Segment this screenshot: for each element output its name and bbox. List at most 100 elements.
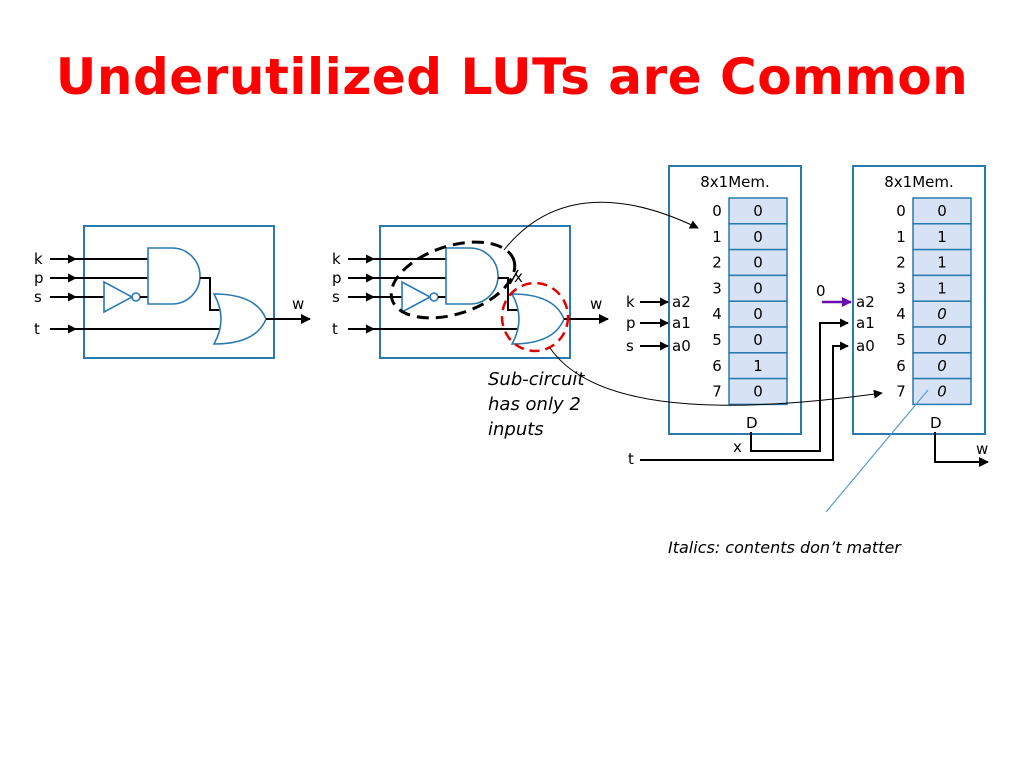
annotation-pointer-line — [825, 389, 929, 513]
lut-1-cell — [728, 352, 788, 380]
lut-1-value: 0 — [753, 331, 763, 349]
or-subcircuit-ellipse — [500, 281, 570, 353]
lut-1-value: 1 — [753, 357, 763, 375]
circuit-1-input-t: t — [34, 320, 40, 338]
lut-1-rows: 0 0 1 0 2 0 3 0 4 0 5 0 6 1 7 0 — [712, 197, 788, 406]
lut-2-address: 2 — [896, 254, 906, 272]
circuit-2-input-p: p — [332, 269, 342, 287]
circuit-1-input-k: k — [34, 250, 43, 268]
lut-2-address: 5 — [896, 331, 906, 349]
callout-line-2: has only 2 — [488, 394, 581, 415]
lut-1-output-x: x — [733, 438, 742, 456]
lut-1-cell — [728, 300, 788, 328]
lut-2-value: 0 — [937, 383, 947, 401]
circuit-1: k p s t w — [34, 225, 311, 359]
circuit-2-output-w: w — [590, 295, 602, 313]
lut-2-value: 0 — [937, 305, 947, 323]
lut-1-address: 4 — [712, 305, 722, 323]
lut-1-cell — [728, 326, 788, 354]
lut-2-pin-a1: a1 — [856, 314, 875, 332]
lut-2-t-label: t — [628, 450, 634, 468]
lut-2-value: 0 — [937, 331, 947, 349]
x-tick — [509, 269, 519, 285]
circuit-1-output-w: w — [292, 295, 304, 313]
lut-1-value: 0 — [753, 202, 763, 220]
lut-2-value: 1 — [937, 279, 947, 297]
circuit-2-internal-x: x — [514, 268, 523, 286]
lut-1-value: 0 — [753, 305, 763, 323]
lut-1-cell — [728, 197, 788, 225]
and-subcircuit-ellipse — [389, 240, 517, 320]
lut-1-data-pin: D — [746, 414, 758, 432]
lut-1-pin-a1: a1 — [672, 314, 691, 332]
lut-1-x-wire — [750, 318, 849, 452]
lut-1-title: 8x1Mem. — [700, 173, 770, 191]
lut-1-address: 6 — [712, 357, 722, 375]
circuit-2: k p s t w x Sub-circuit has only 2 input… — [332, 225, 609, 440]
lut-2-cell — [912, 377, 972, 406]
lut-2-value: 1 — [937, 254, 947, 272]
lut-2-w-wire — [934, 432, 989, 467]
lut-1-address: 0 — [712, 202, 722, 220]
not-gate-2 — [401, 280, 432, 314]
lut-2-value: 0 — [937, 357, 947, 375]
lut-2-cell — [912, 300, 972, 328]
lut-2-pin-a2: a2 — [856, 293, 875, 311]
lut-2-cell — [912, 352, 972, 380]
lut-1-address: 5 — [712, 331, 722, 349]
lut-1-cell — [728, 377, 788, 406]
lut-1-value: 0 — [753, 279, 763, 297]
circuit-1-input-s: s — [34, 288, 42, 306]
wire2-and-out — [498, 277, 524, 311]
lut-1-value: 0 — [753, 228, 763, 246]
lut-2-address: 7 — [896, 383, 906, 401]
circuit-1-input-p: p — [34, 269, 44, 287]
lut-1-cell — [728, 248, 788, 277]
circuit-2-input-s: s — [332, 288, 340, 306]
not-gate-2-bubble — [429, 292, 439, 302]
not-gate — [103, 280, 134, 314]
lut-1-address: 1 — [712, 228, 722, 246]
lut-2-address: 6 — [896, 357, 906, 375]
lut-1-input-k: k — [626, 293, 635, 311]
lut-2-address: 3 — [896, 279, 906, 297]
and-gate-2 — [445, 247, 499, 305]
mapping-arrow-or-to-lut-2 — [549, 347, 883, 406]
lut-2-data-pin: D — [930, 414, 942, 432]
slide-title: Underutilized LUTs are Common — [55, 48, 969, 106]
not-gate-bubble — [131, 292, 141, 302]
lut-2-rows: 0 0 1 1 2 1 3 1 4 0 5 0 6 0 7 0 — [896, 197, 972, 406]
lut-2-address: 4 — [896, 305, 906, 323]
lut-1-address: 2 — [712, 254, 722, 272]
lut-2: 8x1Mem. 0 0 1 1 2 1 3 1 4 0 5 0 6 0 7 0 a2 a1 a0 0 D w — [816, 165, 989, 467]
lut-1-input-s: s — [626, 337, 634, 355]
lut-2-address: 1 — [896, 228, 906, 246]
or-gate-2 — [510, 293, 565, 345]
or-gate — [212, 293, 267, 345]
lut-1-value: 0 — [753, 254, 763, 272]
lut-2-output-w: w — [976, 440, 988, 458]
lut-1-pin-a0: a0 — [672, 337, 691, 355]
mapping-arrow-and-to-lut-1 — [503, 201, 699, 251]
lut-1-input-p: p — [626, 314, 636, 332]
lut-1-address: 7 — [712, 383, 722, 401]
lut-2-a2-constant: 0 — [816, 282, 826, 300]
lut-2-value: 0 — [937, 202, 947, 220]
lut-2-pin-a0: a0 — [856, 337, 875, 355]
lut-1-value: 0 — [753, 383, 763, 401]
lut-2-cell — [912, 248, 972, 277]
lut-2-value: 1 — [937, 228, 947, 246]
circuit-2-input-t: t — [332, 320, 338, 338]
lut-2-t-wire — [640, 341, 849, 461]
lut-1-pin-a2: a2 — [672, 293, 691, 311]
lut-2-title: 8x1Mem. — [884, 173, 954, 191]
wire-and-out — [200, 277, 226, 311]
lut-1-address: 3 — [712, 279, 722, 297]
circuit-2-input-k: k — [332, 250, 341, 268]
and-gate — [147, 247, 201, 305]
callout-line-1: Sub-circuit — [488, 369, 585, 390]
italics-note: Italics: contents don’t matter — [668, 538, 902, 557]
lut-2-address: 0 — [896, 202, 906, 220]
